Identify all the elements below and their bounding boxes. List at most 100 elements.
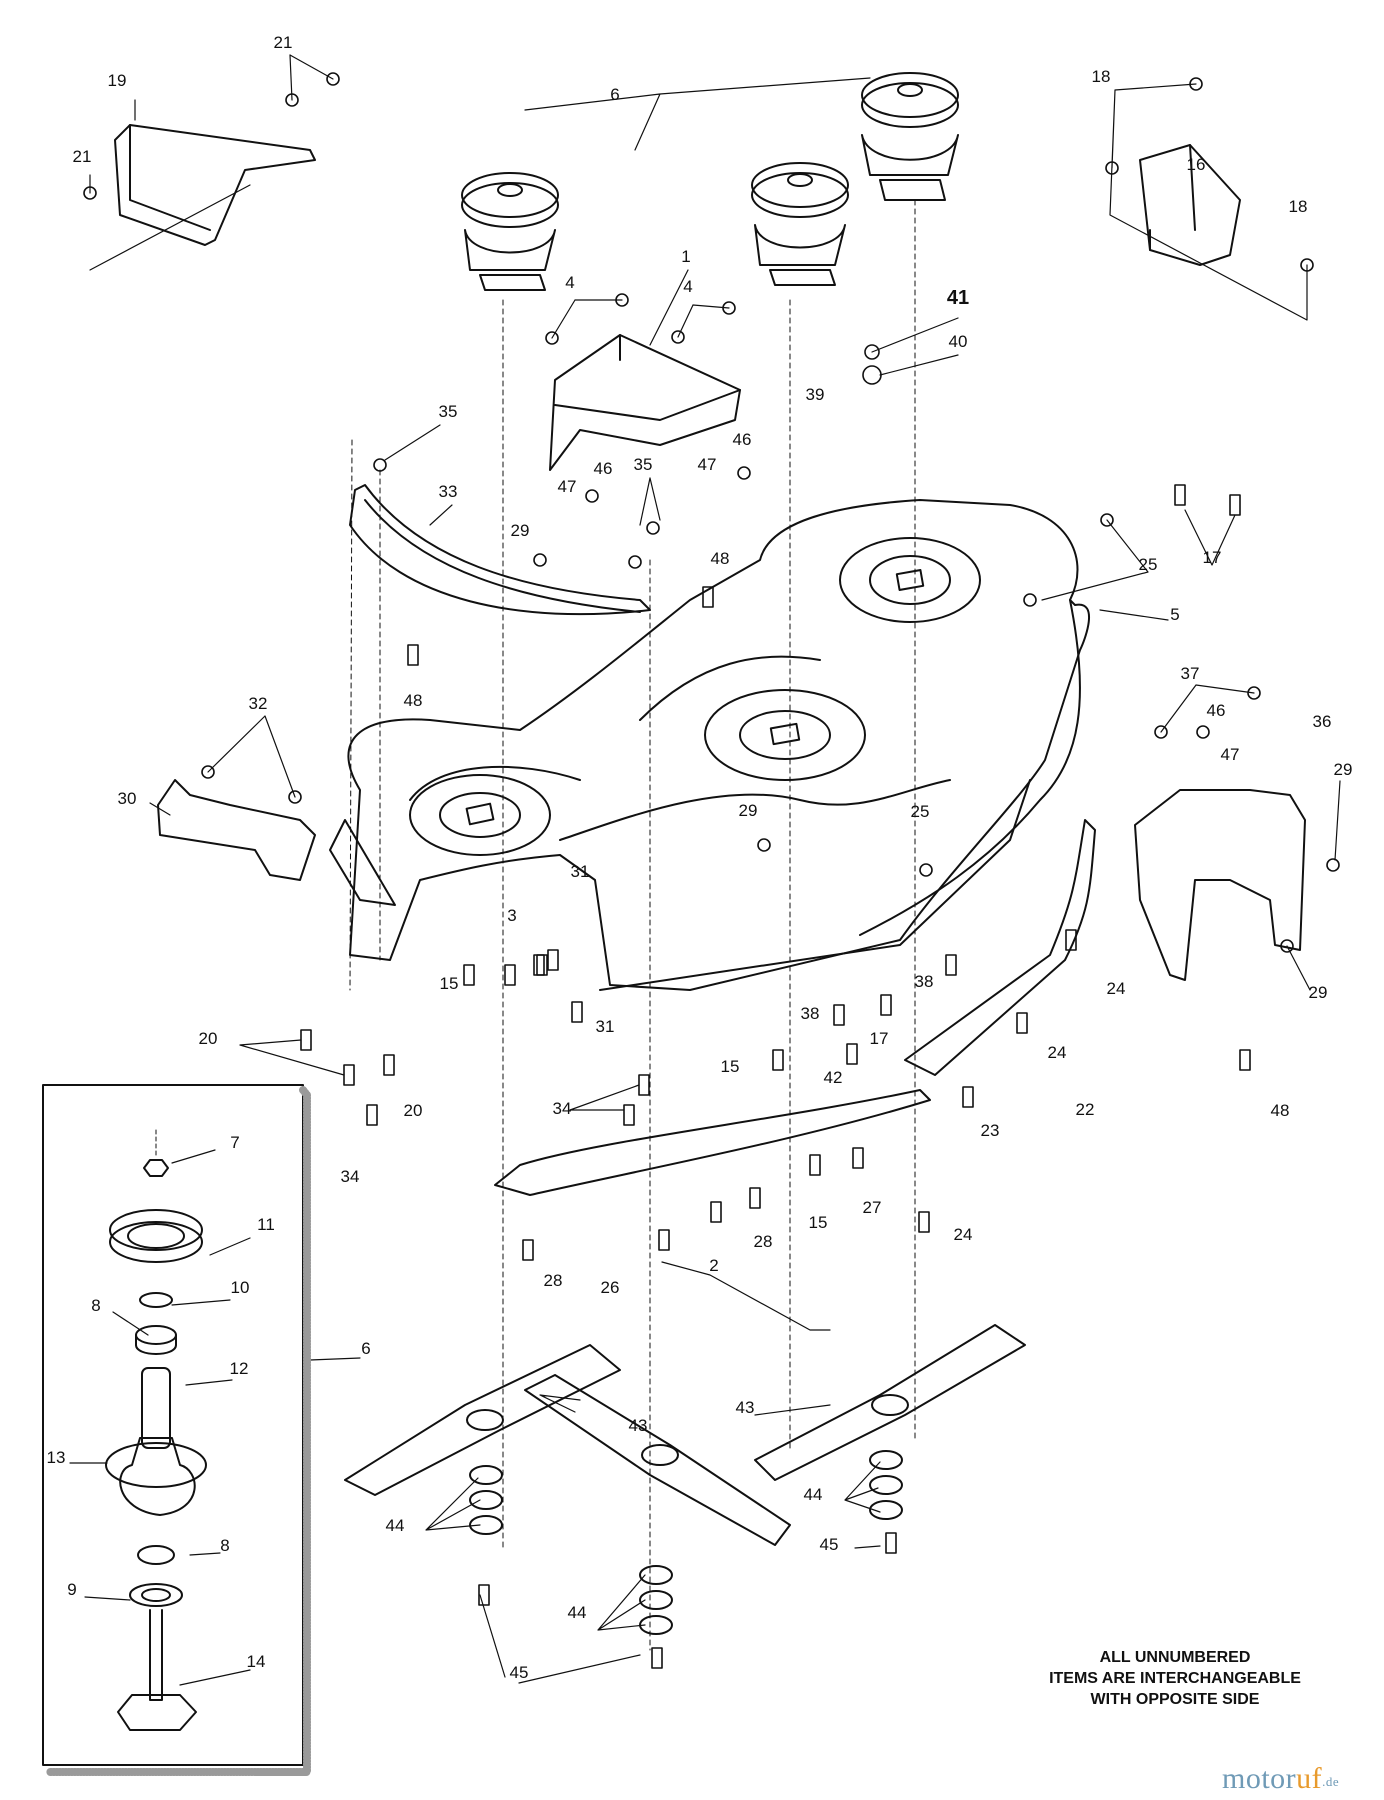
callout-42: 42 [824,1068,843,1087]
callout-21: 21 [73,147,92,166]
hardware-nuts-bolts [83,72,1340,1669]
callout-35: 35 [634,455,653,474]
callout-6: 6 [361,1339,370,1358]
callout-6: 6 [610,85,619,104]
callout-38: 38 [915,972,934,991]
interchangeable-note: ALL UNNUMBERED ITEMS ARE INTERCHANGEABLE… [1010,1647,1340,1710]
callout-9: 9 [67,1580,76,1599]
callout-45: 45 [820,1535,839,1554]
callout-15: 15 [721,1057,740,1076]
callout-8: 8 [91,1296,100,1315]
spindle-detail-inset [42,1084,311,1776]
callout-1: 1 [681,247,690,266]
note-line-2: ITEMS ARE INTERCHANGEABLE [1049,1670,1301,1687]
callout-48: 48 [404,691,423,710]
callout-20: 20 [199,1029,218,1048]
spindle-pulley-left [461,172,559,291]
callout-18: 18 [1289,197,1308,216]
callout-7: 7 [230,1133,239,1152]
right-rear-hanger [1139,144,1241,266]
callout-46: 46 [1207,701,1226,720]
leader-lines [69,54,1341,1686]
callout-44: 44 [386,1516,405,1535]
front-baffle [494,819,1096,1196]
callout-43: 43 [736,1398,755,1417]
callout-25: 25 [911,802,930,821]
callout-29: 29 [739,801,758,820]
callout-11: 11 [257,1215,275,1234]
mower-deck-shell [329,499,1091,991]
callout-5: 5 [1170,605,1179,624]
blade-right [754,1324,1026,1481]
callout-48: 48 [1271,1101,1290,1120]
note-line-1: ALL UNNUMBERED [1099,1649,1251,1666]
callout-38: 38 [801,1004,820,1023]
callout-22: 22 [1076,1100,1095,1119]
callout-25: 25 [1139,555,1158,574]
callout-28: 28 [754,1232,773,1251]
callout-12: 12 [230,1359,249,1378]
callout-15: 15 [809,1213,828,1232]
callout-10: 10 [231,1278,250,1297]
callout-14: 14 [247,1652,266,1671]
callout-27: 27 [863,1198,882,1217]
callout-39: 39 [806,385,825,404]
left-rear-hanger [114,124,316,246]
callout-24: 24 [1107,979,1126,998]
callout-26: 26 [601,1278,620,1297]
callout-31: 31 [571,862,590,881]
callout-8: 8 [220,1536,229,1555]
note-line-3: WITH OPPOSITE SIDE [1090,1691,1260,1708]
callout-23: 23 [981,1121,1000,1140]
callout-4: 4 [565,273,574,292]
callout-36: 36 [1313,712,1332,731]
callout-21: 21 [274,33,293,52]
callout-2: 2 [709,1256,718,1275]
callout-46: 46 [594,459,613,478]
callout-19: 19 [108,71,127,90]
callout-34: 34 [553,1099,572,1118]
callout-40: 40 [949,332,968,351]
callout-17: 17 [1203,548,1222,567]
callout-20: 20 [404,1101,423,1120]
callout-33: 33 [439,482,458,501]
watermark-part-1: motor [1222,1762,1297,1795]
callout-29: 29 [1309,983,1328,1002]
callout-47: 47 [1221,745,1240,764]
callout-16: 16 [1187,155,1206,174]
callout-41: 41 [947,287,969,309]
callout-48: 48 [711,549,730,568]
callout-31: 31 [596,1017,615,1036]
callout-44: 44 [568,1603,587,1622]
alignment-dashed-lines [349,199,916,1651]
callout-29: 29 [511,521,530,540]
blade-center [524,1374,791,1546]
callout-24: 24 [1048,1043,1067,1062]
callout-45: 45 [510,1663,529,1682]
callout-29: 29 [1334,760,1353,779]
callout-35: 35 [439,402,458,421]
callout-30: 30 [118,789,137,808]
rear-baffle-bracket [349,484,651,616]
callout-46: 46 [733,430,752,449]
callout-18: 18 [1092,67,1111,86]
watermark-logo: motoruf.de [1222,1762,1339,1796]
callout-3: 3 [507,906,516,925]
watermark-part-3: .de [1322,1774,1340,1789]
callout-17: 17 [870,1029,889,1048]
callout-37: 37 [1181,664,1200,683]
callout-15: 15 [440,974,459,993]
blade-left [344,1344,621,1496]
right-front-hanger [1134,789,1306,981]
watermark-part-2: uf [1296,1762,1323,1795]
callout-44: 44 [804,1485,823,1504]
callout-24: 24 [954,1225,973,1244]
callout-28: 28 [544,1271,563,1290]
callout-43: 43 [629,1416,648,1435]
callout-47: 47 [698,455,717,474]
callout-13: 13 [47,1448,66,1467]
belt-guide-bracket [549,334,741,471]
callout-4: 4 [683,277,692,296]
